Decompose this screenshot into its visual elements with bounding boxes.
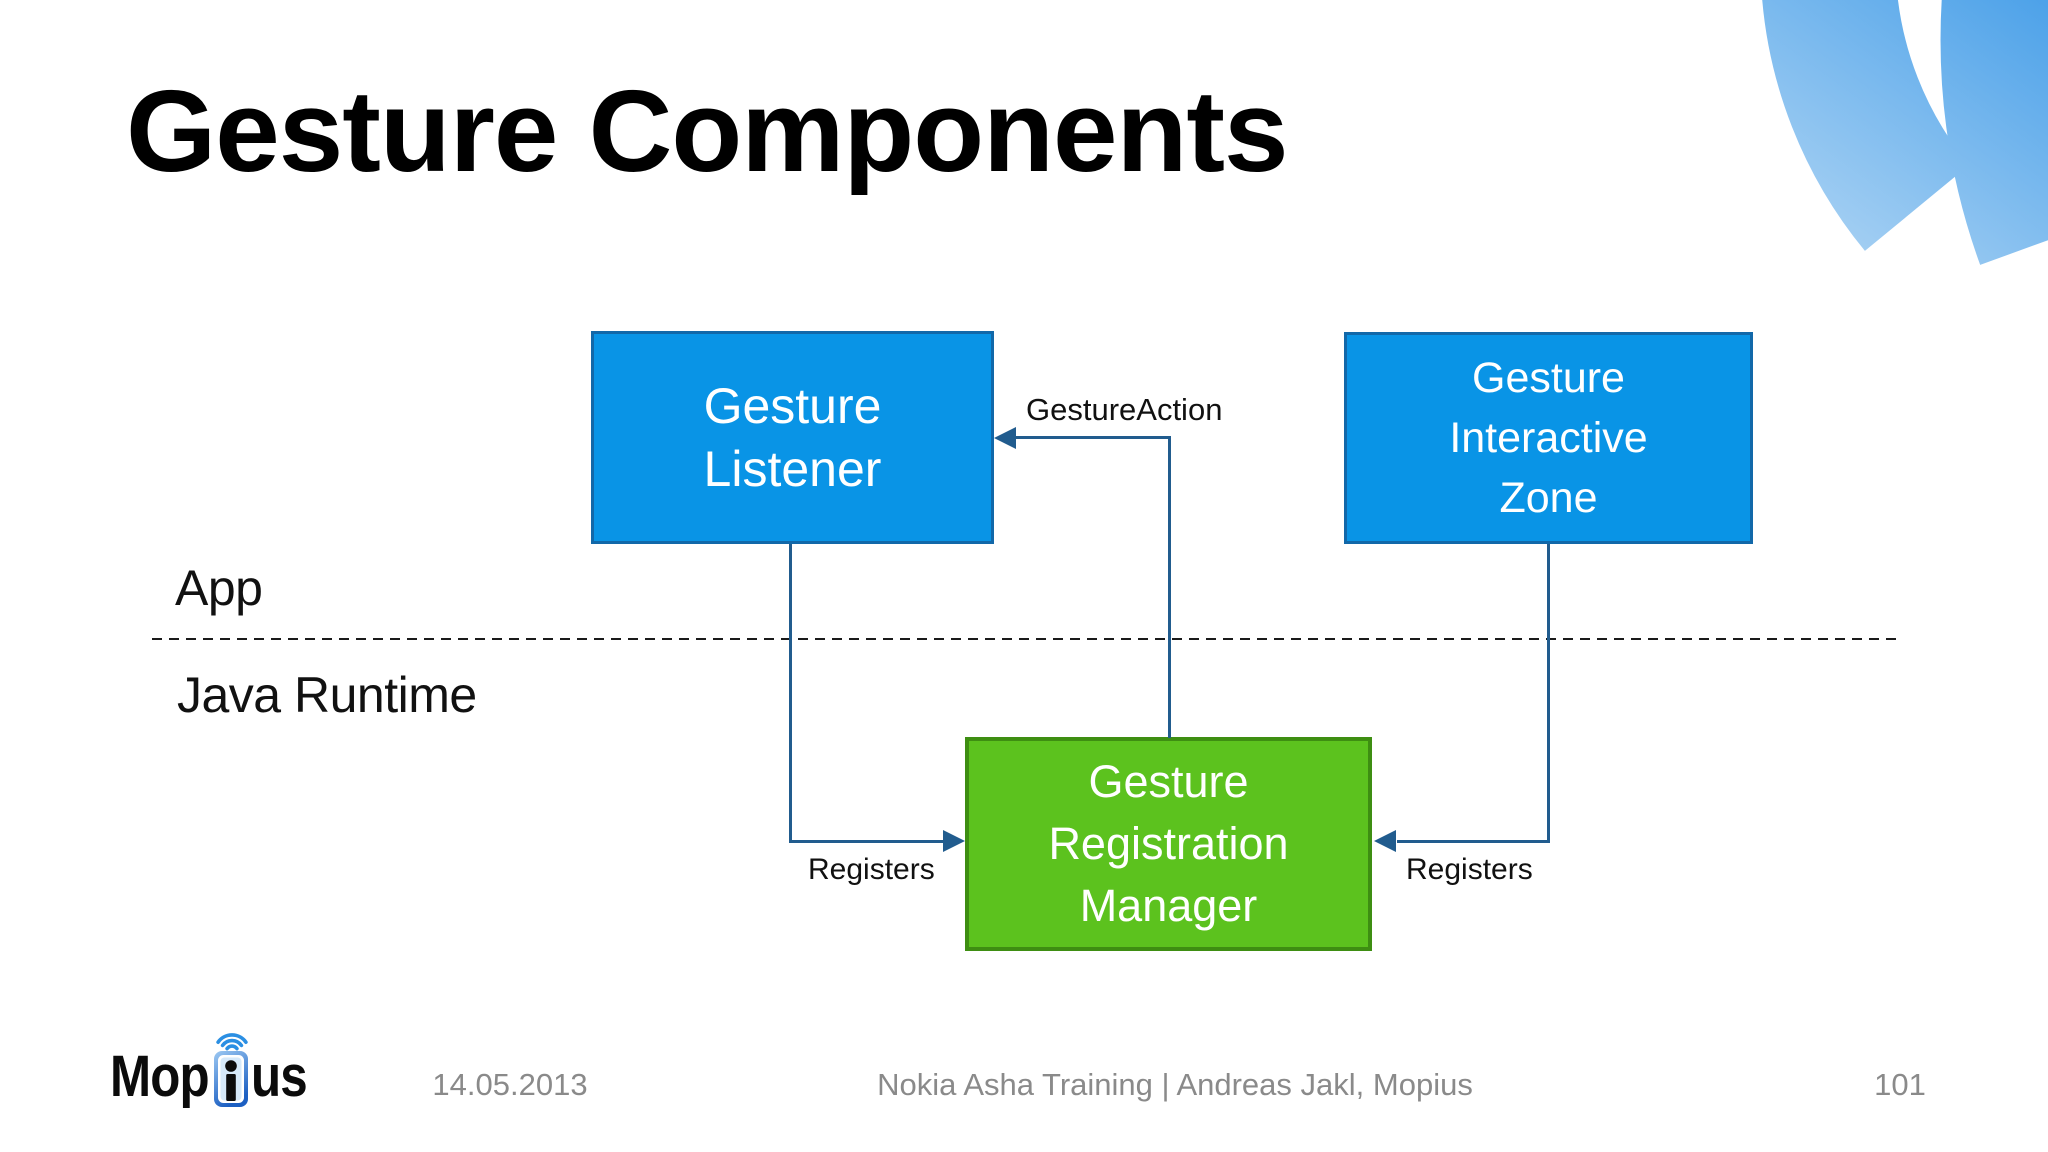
app-layer-label: App [175,560,263,616]
footer-date: 14.05.2013 [432,1067,588,1102]
connector-listener-to-manager-vertical [789,544,792,842]
logo-text-mop: Mop [110,1044,210,1109]
wifi-waves-icon [216,1033,248,1051]
connector-listener-to-manager-horizontal [789,840,945,843]
arrowhead-right-icon [943,830,965,852]
connector-manager-to-listener-vertical [1168,437,1171,738]
node-gesture-interactive-zone: Gesture Interactive Zone [1344,332,1753,544]
node-gesture-listener-label: Gesture Listener [703,377,882,497]
node-gesture-registration-manager: Gesture Registration Manager [965,737,1372,951]
registers-left-edge-label: Registers [808,853,935,886]
java-runtime-layer-label: Java Runtime [177,667,477,723]
logo-text-us: us [251,1044,308,1109]
node-gesture-interactive-zone-label: Gesture Interactive Zone [1449,354,1648,522]
phone-icon [214,1051,248,1107]
layer-divider-dashed-line [152,638,1896,640]
connector-manager-to-listener-horizontal [1014,436,1171,439]
arrowhead-left-icon [994,427,1016,449]
registers-right-edge-label: Registers [1406,853,1533,886]
mopius-logo: Mop us [110,1030,320,1125]
arrowhead-left-icon [1374,830,1396,852]
node-gesture-registration-manager-label: Gesture Registration Manager [1048,756,1289,931]
page-number: 101 [1874,1067,1926,1102]
slide-title: Gesture Components [126,66,1288,196]
wave-arc-outer [1940,0,2048,265]
footer-credits: Nokia Asha Training | Andreas Jakl, Mopi… [877,1067,1473,1102]
wave-arc-inner [1762,0,1970,251]
connector-zone-to-manager-horizontal [1397,840,1550,843]
corner-waves-decoration [1762,0,2048,265]
node-gesture-listener: Gesture Listener [591,331,994,544]
connector-zone-to-manager-vertical [1547,544,1550,842]
gesture-action-edge-label: GestureAction [1026,392,1223,427]
